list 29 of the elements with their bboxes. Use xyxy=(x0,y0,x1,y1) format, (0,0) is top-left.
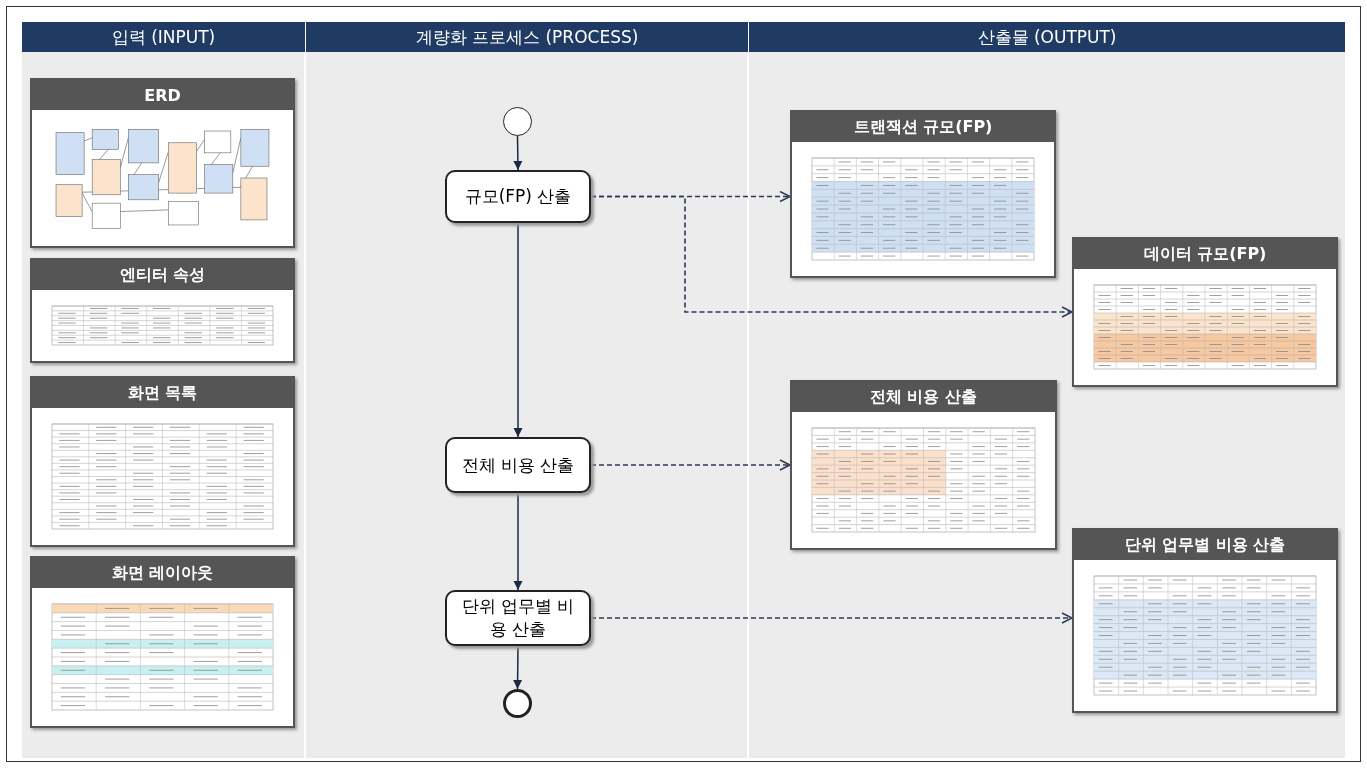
column-header: 계량화 프로세스 (PROCESS) xyxy=(306,22,748,52)
process-box: 규모(FP) 산출 xyxy=(445,170,591,223)
card-header: 엔티터 속성 xyxy=(32,260,293,290)
card-header: ERD xyxy=(32,80,293,110)
document-card xyxy=(30,556,295,728)
column-header: 산출물 (OUTPUT) xyxy=(749,22,1345,52)
document-card xyxy=(790,380,1057,550)
dashed-arrow xyxy=(590,459,791,471)
arrow xyxy=(513,492,523,591)
document-card xyxy=(30,78,295,248)
document-card xyxy=(30,258,295,363)
process-box: 단위 업무별 비용 산출 xyxy=(445,590,591,646)
card-header: 화면 목록 xyxy=(32,378,293,408)
card-header: 트랜잭션 규모(FP) xyxy=(792,112,1054,142)
document-card xyxy=(30,376,295,547)
dashed-arrow xyxy=(590,195,1073,318)
process-box: 전체 비용 산출 xyxy=(445,437,591,493)
document-card xyxy=(790,110,1056,278)
card-header: 데이터 규모(FP) xyxy=(1074,239,1336,269)
arrow xyxy=(513,222,523,438)
card-header: 전체 비용 산출 xyxy=(792,382,1055,412)
card-header: 화면 레이아웃 xyxy=(32,558,293,588)
document-card xyxy=(1072,528,1338,713)
arrow xyxy=(513,135,523,171)
card-header: 단위 업무별 비용 산출 xyxy=(1074,530,1336,560)
arrow xyxy=(513,645,523,690)
document-card xyxy=(1072,237,1338,387)
column-header: 입력 (INPUT) xyxy=(22,22,305,52)
dashed-arrow xyxy=(590,612,1073,624)
